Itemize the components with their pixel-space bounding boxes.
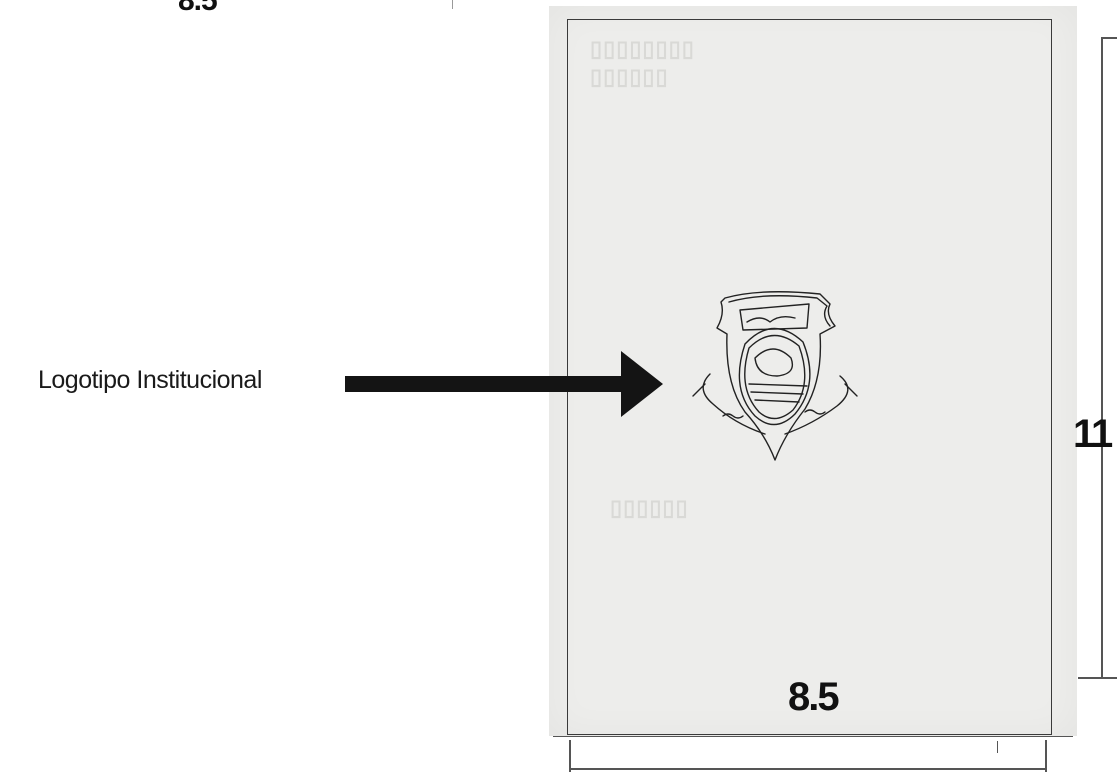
show-through-text-2: ▯▯▯▯▯▯: [590, 64, 669, 89]
width-dimension-tick-left: [569, 740, 571, 772]
top-dimension-label-fragment: 8.5: [178, 0, 218, 17]
show-through-text-3: ▯▯▯▯▯▯: [610, 495, 689, 520]
corner-tick: [997, 741, 998, 753]
height-dimension-cap-bottom: [1078, 677, 1117, 679]
logo-annotation-label: Logotipo Institucional: [38, 366, 262, 394]
height-dimension-cap-top: [1101, 37, 1117, 39]
width-dimension-line: [570, 768, 1046, 770]
pointer-arrow-icon: [345, 351, 663, 417]
top-tick-mark: [452, 0, 453, 9]
height-dimension-line: [1101, 37, 1103, 677]
width-dimension-tick-right: [1045, 740, 1047, 772]
show-through-text-1: ▯▯▯▯▯▯▯▯: [590, 36, 695, 61]
height-label: 11: [1073, 412, 1113, 456]
crest-sketch-icon: [692, 291, 858, 461]
width-label: 8.5: [788, 675, 840, 719]
sheet-bottom-line: [553, 736, 1073, 737]
